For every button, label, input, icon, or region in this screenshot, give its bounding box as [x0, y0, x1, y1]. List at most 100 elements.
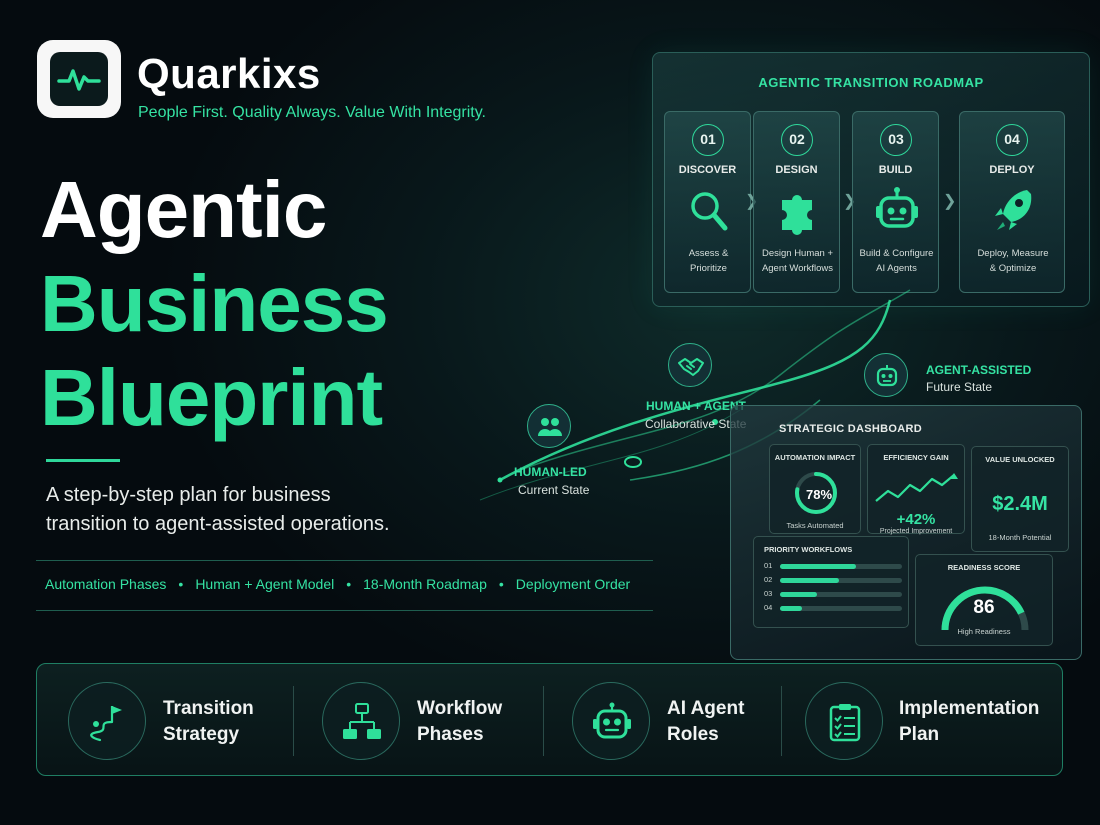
- priority-workflows-card: PRIORITY WORKFLOWS 01 02 03 04: [753, 536, 909, 628]
- step-name: BUILD: [878, 164, 913, 176]
- magnifier-icon: [691, 192, 728, 231]
- value-unlocked-card: VALUE UNLOCKED $2.4M 18-Month Potential: [971, 446, 1069, 552]
- workflow-bar-track: [780, 606, 902, 611]
- trend-line-icon: [875, 473, 958, 502]
- route-flag-icon: [90, 706, 122, 742]
- efficiency-value: +42%: [896, 511, 936, 528]
- robot-icon: [876, 365, 898, 387]
- subtitle: A step-by-step plan for business transit…: [46, 481, 496, 539]
- roadmap-step-build: 03 BUILD Build & Configure AI Agents: [852, 111, 939, 293]
- automation-value: 78%: [805, 487, 833, 502]
- workflow-bar: [780, 564, 856, 569]
- step-desc-line: Deploy, Measure: [977, 248, 1049, 259]
- feature-item: Human + Agent Model: [195, 576, 335, 592]
- label-line: AI Agent: [667, 698, 745, 719]
- human-led-node: [527, 404, 571, 448]
- handshake-icon: [678, 358, 704, 376]
- brand-name: Quarkixs: [137, 50, 321, 97]
- workflow-bar: [780, 592, 817, 597]
- headline-line-1: Agentic: [40, 165, 327, 254]
- value-unlocked-amount: $2.4M: [992, 493, 1048, 515]
- feature-divider-bottom: [36, 610, 653, 611]
- feature-list: Automation Phases • Human + Agent Model …: [45, 576, 630, 592]
- step-description: Deploy, Measure & Optimize: [964, 246, 1062, 276]
- feature-separator: •: [178, 576, 184, 592]
- feature-item: Automation Phases: [45, 576, 167, 592]
- label-line: Workflow: [417, 698, 503, 719]
- step-desc-line: Agent Workflows: [761, 263, 834, 274]
- implementation-plan-label: Implementation Plan: [899, 696, 1039, 748]
- roadmap-step-deploy: 04 DEPLOY Deploy, Measure & Optimize: [959, 111, 1065, 293]
- headline-line-3: Blueprint: [40, 353, 383, 442]
- workflow-phases-label: Workflow Phases: [417, 696, 502, 748]
- card-title: PRIORITY WORKFLOWS: [764, 545, 853, 554]
- roadmap-title: AGENTIC TRANSITION ROADMAP: [758, 75, 984, 90]
- label-line: Phases: [417, 724, 484, 745]
- chevron-right-icon: ❯: [943, 193, 957, 210]
- step-desc-line: Prioritize: [690, 263, 727, 274]
- divider: [781, 686, 782, 756]
- strategic-dashboard: STRATEGIC DASHBOARD AUTOMATION IMPACT 78…: [730, 405, 1082, 660]
- checklist-icon: [829, 704, 861, 742]
- dashboard-title: STRATEGIC DASHBOARD: [779, 423, 922, 435]
- feature-separator: •: [498, 576, 504, 592]
- flowchart-icon: [343, 703, 381, 739]
- readiness-score-card: READINESS SCORE 86 High Readiness: [915, 554, 1053, 646]
- human-led-subtitle: Current State: [518, 483, 590, 497]
- step-description: Assess & Prioritize: [669, 246, 748, 276]
- agent-assisted-node: [864, 353, 908, 397]
- people-icon: [538, 418, 562, 436]
- feature-item: Deployment Order: [515, 576, 631, 592]
- workflow-row-label: 04: [764, 603, 773, 612]
- step-number: 01: [692, 124, 724, 156]
- human-agent-title: HUMAN + AGENT: [646, 399, 746, 413]
- implementation-plan-icon-wrap: [805, 682, 883, 760]
- efficiency-gain-card: EFFICIENCY GAIN +42% Projected Improveme…: [867, 444, 965, 535]
- step-name: DEPLOY: [989, 164, 1035, 176]
- subtitle-line-1: A step-by-step plan for business: [46, 484, 331, 506]
- workflow-bar: [780, 578, 839, 583]
- human-led-title: HUMAN-LED: [514, 465, 587, 479]
- step-desc-line: Design Human +: [761, 248, 834, 259]
- step-description: Design Human + Agent Workflows: [758, 246, 837, 276]
- step-desc-line: & Optimize: [989, 263, 1037, 274]
- roadmap-step-discover: 01 DISCOVER Assess & Prioritize: [664, 111, 751, 293]
- feature-separator: •: [346, 576, 352, 592]
- robot-icon: [593, 702, 631, 739]
- brand-tagline: People First. Quality Always. Value With…: [138, 104, 486, 121]
- agent-assisted-subtitle: Future State: [926, 380, 993, 394]
- divider: [543, 686, 544, 756]
- step-number: 03: [880, 124, 912, 156]
- step-desc-line: Assess &: [688, 248, 729, 259]
- workflow-phases-icon-wrap: [322, 682, 400, 760]
- pulse-icon: [50, 52, 108, 106]
- workflow-bar-track: [780, 592, 902, 597]
- path-dot: [624, 456, 642, 468]
- step-description: Build & Configure AI Agents: [857, 246, 936, 276]
- divider: [293, 686, 294, 756]
- agent-assisted-title: AGENT-ASSISTED: [926, 363, 1032, 377]
- path-dot: [497, 477, 503, 483]
- transition-strategy-label: Transition Strategy: [163, 696, 254, 748]
- card-title: VALUE UNLOCKED: [985, 455, 1055, 464]
- ai-agent-roles-label: AI Agent Roles: [667, 696, 744, 748]
- feature-bar: Transition Strategy Workflow Phases: [36, 663, 1063, 776]
- workflow-bar: [780, 606, 802, 611]
- ai-agent-roles-icon-wrap: [572, 682, 650, 760]
- step-desc-line: Build & Configure: [859, 248, 934, 259]
- label-line: Roles: [667, 724, 719, 745]
- puzzle-icon: [782, 195, 812, 235]
- workflow-bar-track: [780, 564, 902, 569]
- human-agent-node: [668, 343, 712, 387]
- robot-icon: [876, 187, 918, 228]
- card-title: EFFICIENCY GAIN: [883, 453, 949, 462]
- label-line: Plan: [899, 724, 940, 745]
- automation-impact-card: AUTOMATION IMPACT 78% Tasks Automated: [769, 444, 861, 534]
- label-line: Strategy: [163, 724, 240, 745]
- transition-strategy-icon-wrap: [68, 682, 146, 760]
- headline-line-2: Business: [40, 259, 389, 348]
- readiness-value: 86: [973, 597, 995, 618]
- card-caption: High Readiness: [957, 627, 1011, 636]
- workflow-row-label: 03: [764, 589, 773, 598]
- roadmap-step-design: 02 DESIGN Design Human + Agent Workflows: [753, 111, 840, 293]
